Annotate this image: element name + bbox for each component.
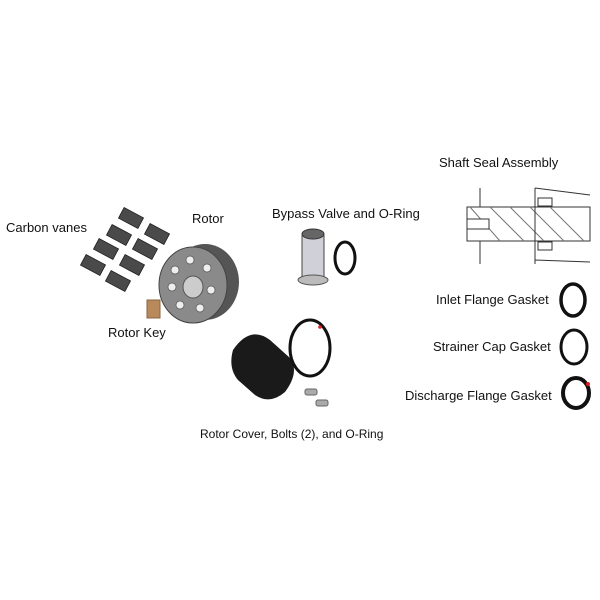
label-carbon-vanes: Carbon vanes (6, 220, 87, 235)
label-rotor: Rotor (192, 211, 224, 226)
label-inlet-gasket: Inlet Flange Gasket (436, 292, 549, 307)
o-ring-mark (318, 325, 322, 329)
bolts (304, 388, 329, 407)
label-strainer-gasket: Strainer Cap Gasket (433, 339, 551, 354)
rotor (158, 244, 239, 324)
label-discharge-gasket: Discharge Flange Gasket (405, 388, 552, 403)
label-rotor-cover: Rotor Cover, Bolts (2), and O-Ring (200, 427, 384, 441)
rotor-cover-o-ring (288, 318, 332, 378)
strainer-cap-gasket (559, 328, 589, 366)
label-bypass-valve: Bypass Valve and O-Ring (272, 206, 420, 221)
rotor-cover (231, 334, 294, 400)
bypass-o-ring (333, 240, 357, 276)
rotor-key (146, 299, 161, 319)
carbon-vanes (79, 206, 171, 293)
shaft-seal-drawing (466, 187, 591, 264)
bypass-valve (297, 228, 329, 286)
discharge-flange-gasket (561, 376, 591, 410)
gasket-mark (586, 382, 590, 386)
label-shaft-seal: Shaft Seal Assembly (439, 155, 559, 170)
label-rotor-key: Rotor Key (108, 325, 166, 340)
inlet-flange-gasket (559, 282, 587, 318)
